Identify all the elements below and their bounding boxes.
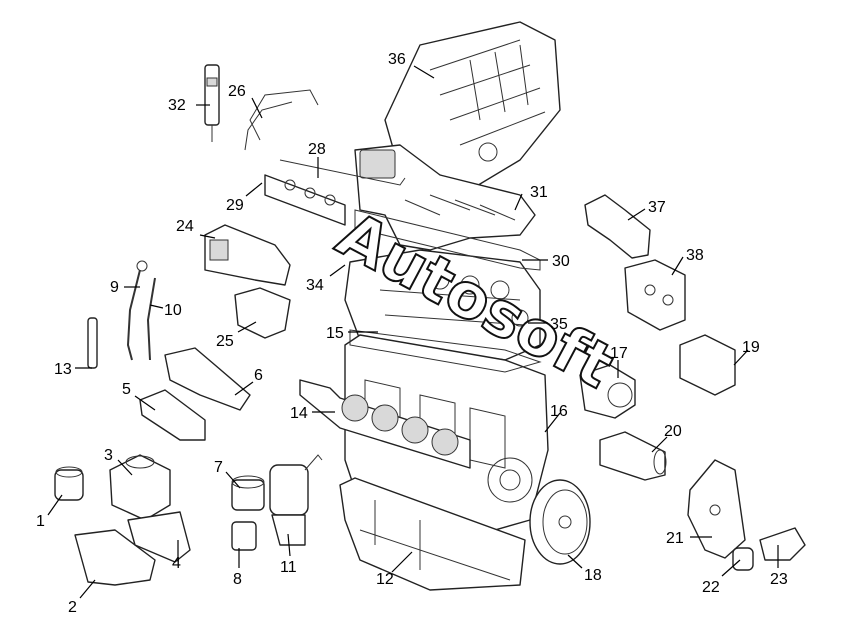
link-23-part [759, 527, 806, 561]
callout-14: 14 [290, 405, 308, 422]
housing-19-part [679, 334, 736, 396]
engine-mount-3-part [109, 454, 171, 521]
starter-motor-part [599, 431, 667, 481]
flywheel-part [529, 479, 591, 565]
callout-26: 26 [228, 83, 246, 100]
filter-housing-11-part [269, 454, 323, 546]
engine-mount-5-part [139, 389, 206, 441]
callout-10: 10 [164, 302, 182, 319]
callout-37: 37 [648, 199, 666, 216]
callout-25: 25 [216, 333, 234, 350]
callout-7: 7 [214, 459, 223, 476]
bracket-21-part [687, 459, 746, 559]
callout-3: 3 [104, 447, 113, 464]
callout-8: 8 [233, 571, 242, 588]
fuel-rail-part [244, 89, 406, 226]
oil-sump-part [339, 477, 526, 591]
water-pump-part [579, 364, 636, 419]
crankshaft-part [299, 379, 471, 469]
oil-filter-8-part [231, 521, 257, 551]
callout-19: 19 [742, 339, 760, 356]
callout-13: 13 [54, 361, 72, 378]
callout-15: 15 [326, 325, 344, 342]
callout-36: 36 [388, 51, 406, 68]
bush-22-part [732, 547, 754, 571]
callout-31: 31 [530, 184, 548, 201]
callout-5: 5 [122, 381, 131, 398]
callout-4: 4 [172, 555, 181, 572]
head-gasket-part [349, 329, 542, 373]
callout-22: 22 [702, 579, 720, 596]
callout-24: 24 [176, 218, 194, 235]
callout-28: 28 [308, 141, 326, 158]
coolant-housing-38-part [624, 259, 686, 331]
callout-18: 18 [584, 567, 602, 584]
mount-bracket-25-part [234, 287, 291, 339]
intake-manifold-part [354, 144, 536, 251]
manifold-gasket-part [354, 209, 541, 271]
bush-1-part [54, 466, 84, 501]
callout-38: 38 [686, 247, 704, 264]
callout-2: 2 [68, 599, 77, 616]
callout-23: 23 [770, 571, 788, 588]
oil-filter-7-part [231, 475, 265, 511]
cylinder-head-part [344, 249, 541, 361]
callout-34: 34 [306, 277, 324, 294]
engine-mount-6-part [164, 347, 251, 411]
callout-32: 32 [168, 97, 186, 114]
mount-bracket-24-part [204, 224, 291, 286]
callout-labels: 1 2 3 4 5 6 7 8 9 10 11 12 13 14 15 16 1… [36, 51, 788, 616]
bracket-4-part [127, 511, 191, 563]
callout-16: 16 [550, 403, 568, 420]
callout-29: 29 [226, 197, 244, 214]
bracket-2-part [74, 529, 156, 586]
callout-21: 21 [666, 530, 684, 547]
callout-11: 11 [280, 559, 297, 576]
thermostat-housing-part [584, 194, 651, 259]
callout-35: 35 [550, 316, 568, 333]
dipstick-part [126, 260, 156, 361]
callout-6: 6 [254, 367, 263, 384]
callout-30: 30 [552, 253, 570, 270]
engine-drawings [54, 21, 806, 591]
sensor-13-part [87, 317, 98, 369]
callout-12: 12 [376, 571, 394, 588]
callout-9: 9 [110, 279, 119, 296]
callout-17: 17 [610, 345, 628, 362]
leader-lines [47, 65, 779, 599]
callout-20: 20 [664, 423, 682, 440]
callout-1: 1 [36, 513, 45, 530]
fuel-injector-part [204, 64, 220, 142]
